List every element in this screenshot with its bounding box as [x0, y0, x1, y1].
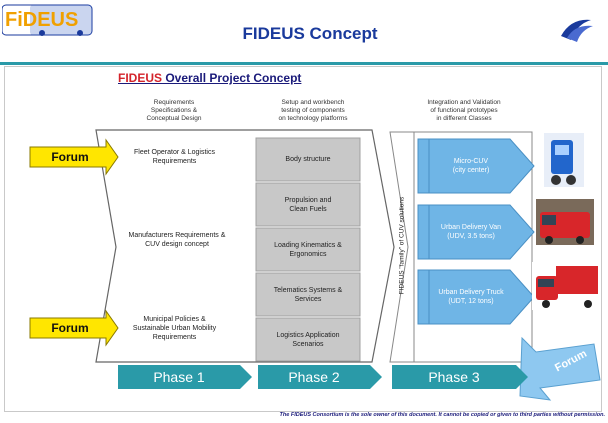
urban-delivery-van-picture: [536, 199, 594, 245]
forum-label-top: Forum: [51, 150, 89, 164]
prototype-arrow-micro: [417, 138, 535, 194]
platform-label-telematics: Telematics Systems &Services: [273, 286, 343, 303]
phase-arrow-1: [118, 365, 252, 389]
prototype-arrow-truck: [417, 269, 535, 325]
prototype-label-van: Urban Delivery Van(UDV, 3.5 tons): [440, 224, 502, 240]
phase-label-2: Phase 2: [288, 369, 340, 385]
phase-label-3: Phase 3: [428, 369, 480, 385]
family-label: FIDEUS "family" of CUV solutions: [398, 196, 406, 295]
prototype-arrow-van: [417, 204, 535, 260]
forum-arrow-top: [29, 138, 119, 176]
concept-heading: FIDEUS Overall Project Concept: [118, 71, 302, 85]
platform-box-body: [255, 137, 361, 182]
platform-label-loading: Loading Kinematics &Ergonomics: [274, 241, 342, 258]
urban-delivery-truck-picture: [532, 262, 600, 310]
platform-box-logistics: [255, 317, 361, 362]
eu-programme-logo: [561, 19, 593, 42]
prototype-label-micro: Micro-CUV(city center): [452, 158, 490, 174]
header-divider: [0, 62, 608, 65]
phase-label-1: Phase 1: [153, 369, 205, 385]
phase-arrow-3: [392, 365, 528, 389]
platform-box-propulsion: [255, 182, 361, 227]
requirement-label-manufacturers: Manufacturers Requirements &CUV design c…: [128, 232, 226, 248]
forum-label-bottom: Forum: [51, 321, 89, 335]
forum-arrow-corner: [519, 336, 601, 401]
requirement-label-municipal: Municipal Policies &Sustainable Urban Mo…: [132, 315, 217, 341]
fideus-logo: FiDEUS: [2, 4, 93, 36]
slide-header: [0, 0, 608, 64]
content-frame: [4, 66, 602, 412]
micro-cuv-picture: [544, 133, 584, 187]
logo-text: FiDEUS: [5, 9, 78, 31]
slide-title: FIDEUS Concept: [242, 24, 378, 43]
platform-box-telematics: [255, 272, 361, 317]
copyright-footer: The FIDEUS Consortium is the sole owner …: [279, 412, 605, 418]
platform-label-body: Body structure: [285, 156, 331, 163]
forum-arrow-bottom: [29, 309, 119, 347]
phase-arrow-2: [258, 365, 382, 389]
platform-box-loading: [255, 227, 361, 272]
prototype-label-truck: Urban Delivery Truck(UDT, 12 tons): [438, 289, 504, 305]
